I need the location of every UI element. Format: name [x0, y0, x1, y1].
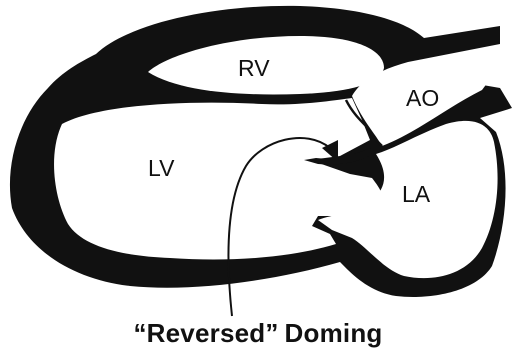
pointer-arrowhead — [322, 140, 338, 162]
caption-rest: Doming — [284, 318, 383, 348]
label-lv: LV — [148, 155, 175, 181]
pointer-arrow-line — [227, 137, 331, 317]
rv-cavity — [148, 36, 384, 95]
ao-cavity — [352, 44, 500, 146]
label-la: LA — [402, 181, 431, 207]
caption-quoted: “Reversed” — [133, 318, 279, 348]
la-cavity — [318, 120, 498, 279]
label-ao: AO — [406, 85, 439, 111]
caption: “Reversed”Doming — [0, 318, 516, 349]
mitral-leaflet — [304, 148, 372, 165]
label-rv: RV — [238, 55, 270, 81]
aortic-valve-line — [344, 99, 383, 147]
